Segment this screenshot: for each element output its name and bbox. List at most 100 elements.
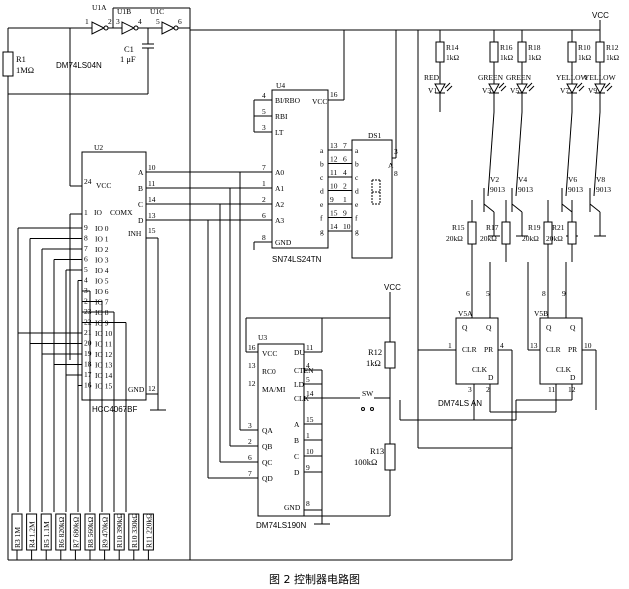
decoder-pin-3: A0 — [275, 168, 284, 177]
base-resistor-ref: R21 — [552, 223, 565, 232]
counter-pin-a: A — [294, 420, 300, 429]
vcc-label-top: VCC — [592, 11, 609, 20]
transistor-part: 9013 — [596, 185, 611, 194]
mux-pin-comx: COMX — [110, 208, 133, 217]
display-seg-d: d — [355, 187, 359, 196]
decoder-output-f: f — [320, 214, 323, 223]
display-seg-e: e — [355, 200, 359, 209]
pin-number: 15 — [148, 226, 156, 235]
inverter-u1a — [91, 21, 106, 35]
pin-number: 1 — [343, 195, 347, 204]
led-drivers: R141kΩREDV1R161kΩGREENV3R181kΩGREENV5R10… — [424, 30, 620, 262]
pin-number: 12 — [248, 379, 256, 388]
vcc-label-counter: VCC — [384, 283, 401, 292]
mux-channel-1: IO 1 — [95, 235, 109, 244]
counter-qb: QB — [262, 442, 272, 451]
top-vcc-bus: VCC — [190, 11, 609, 448]
counter-u3: U3 DM74LS190N VCC RC0 MA/MI QA QB QC QD … — [245, 317, 390, 530]
mux-channel-11: IO 11 — [95, 340, 112, 349]
pin-number: 1 — [306, 431, 310, 440]
counter-pin-du: DU — [294, 348, 305, 357]
pin-number: 17 — [84, 370, 92, 379]
led-v7 — [566, 83, 578, 95]
pin-number: 3 — [116, 17, 120, 26]
display-seg-b: b — [355, 160, 359, 169]
pin-number: 6 — [343, 155, 347, 164]
mux-pin-vcc: VCC — [96, 181, 111, 190]
led-resistor-ref: R10 — [578, 43, 591, 52]
pin-number: 4 — [84, 276, 88, 285]
resistor-r13 — [384, 443, 396, 471]
pin-number: 7 — [343, 141, 347, 150]
clock-switch-circuit: VCC R12 1kΩ SW R13 100kΩ — [304, 283, 401, 517]
display-digit-glyph — [371, 179, 381, 205]
pin-number: 4 — [262, 91, 266, 100]
mux-channel-6: IO 6 — [95, 287, 109, 296]
pin-number: 4 — [500, 341, 504, 350]
led-resistor-value: 1kΩ — [528, 53, 542, 62]
pin-number: 1 — [262, 179, 266, 188]
pin-number: 8 — [84, 234, 88, 243]
c1-value: 1 μF — [120, 54, 136, 64]
pin-number: 2 — [486, 385, 490, 394]
pin-number: 2 — [248, 437, 252, 446]
ff-a-qbar: Q — [462, 323, 468, 332]
ladder-resistor-label: R5 1.1M — [42, 521, 51, 548]
mux-select-a: A — [138, 168, 144, 177]
ff-a-q: Q — [486, 323, 492, 332]
led-resistor-value: 1kΩ — [446, 53, 460, 62]
pin-number: 9 — [330, 195, 334, 204]
pin-number: 4 — [306, 361, 310, 370]
pin-number: 5 — [84, 265, 88, 274]
pin-number: 8 — [262, 233, 266, 242]
resistor-r12 — [595, 41, 605, 63]
decoder-output-b: b — [320, 160, 324, 169]
resistor-r18 — [517, 41, 527, 63]
counter-qd: QD — [262, 474, 273, 483]
transistor-ref: V4 — [518, 175, 527, 184]
pin-number: 19 — [84, 349, 92, 358]
resistor-r21 — [567, 221, 577, 245]
select-bus — [146, 171, 272, 479]
mux-channel-14: IO 14 — [95, 371, 113, 380]
led-color-label: GREEN — [478, 73, 504, 82]
display-seg-g: g — [355, 227, 359, 236]
ff-b-q: Q — [570, 323, 576, 332]
decoder-part: SN74LS24TN — [272, 255, 322, 264]
base-resistor-value: 20kΩ — [522, 234, 539, 243]
pin-number: 10 — [584, 341, 592, 350]
pin-number: 15 — [306, 415, 314, 424]
mux-pin-gnd: GND — [128, 385, 145, 394]
base-resistor-ref: R17 — [486, 223, 499, 232]
pin-number: 4 — [138, 17, 142, 26]
pin-number: 6 — [466, 289, 470, 298]
mux-channel-5: IO 5 — [95, 277, 109, 286]
decoder-pin-0: BI/RBO — [275, 96, 301, 105]
mux-channel-15: IO 15 — [95, 382, 113, 391]
transistor-ref: V6 — [568, 175, 577, 184]
led-ref: V5 — [510, 86, 519, 95]
display-ref: DS1 — [368, 131, 382, 140]
ladder-resistor-label: R11 220kΩ — [144, 513, 153, 548]
pin-number: 2 — [262, 195, 266, 204]
led-v3 — [488, 83, 500, 95]
ff-b-clr: CLR — [546, 345, 561, 354]
ladder-resistor-label: R7 680kΩ — [71, 516, 80, 548]
counter-pin-ld: LD — [294, 380, 305, 389]
pin-number: 16 — [84, 381, 92, 390]
decoder-u4: U4 SN74LS24TN VCC 16 BI/RBO4RBI5LT3A07A1… — [253, 81, 352, 264]
inverter-u1b — [121, 21, 136, 35]
pin-number: 2 — [108, 17, 112, 26]
pin-number: 10 — [343, 222, 351, 231]
decoder-output-e: e — [320, 200, 324, 209]
decoder-pin-6: A3 — [275, 216, 284, 225]
mux-select-d: D — [138, 216, 144, 225]
ladder-resistor-label: R8 560kΩ — [86, 516, 95, 548]
pin-number: 8 — [394, 169, 398, 178]
pin-number: 9 — [84, 223, 88, 232]
pin-number: 14 — [306, 389, 314, 398]
